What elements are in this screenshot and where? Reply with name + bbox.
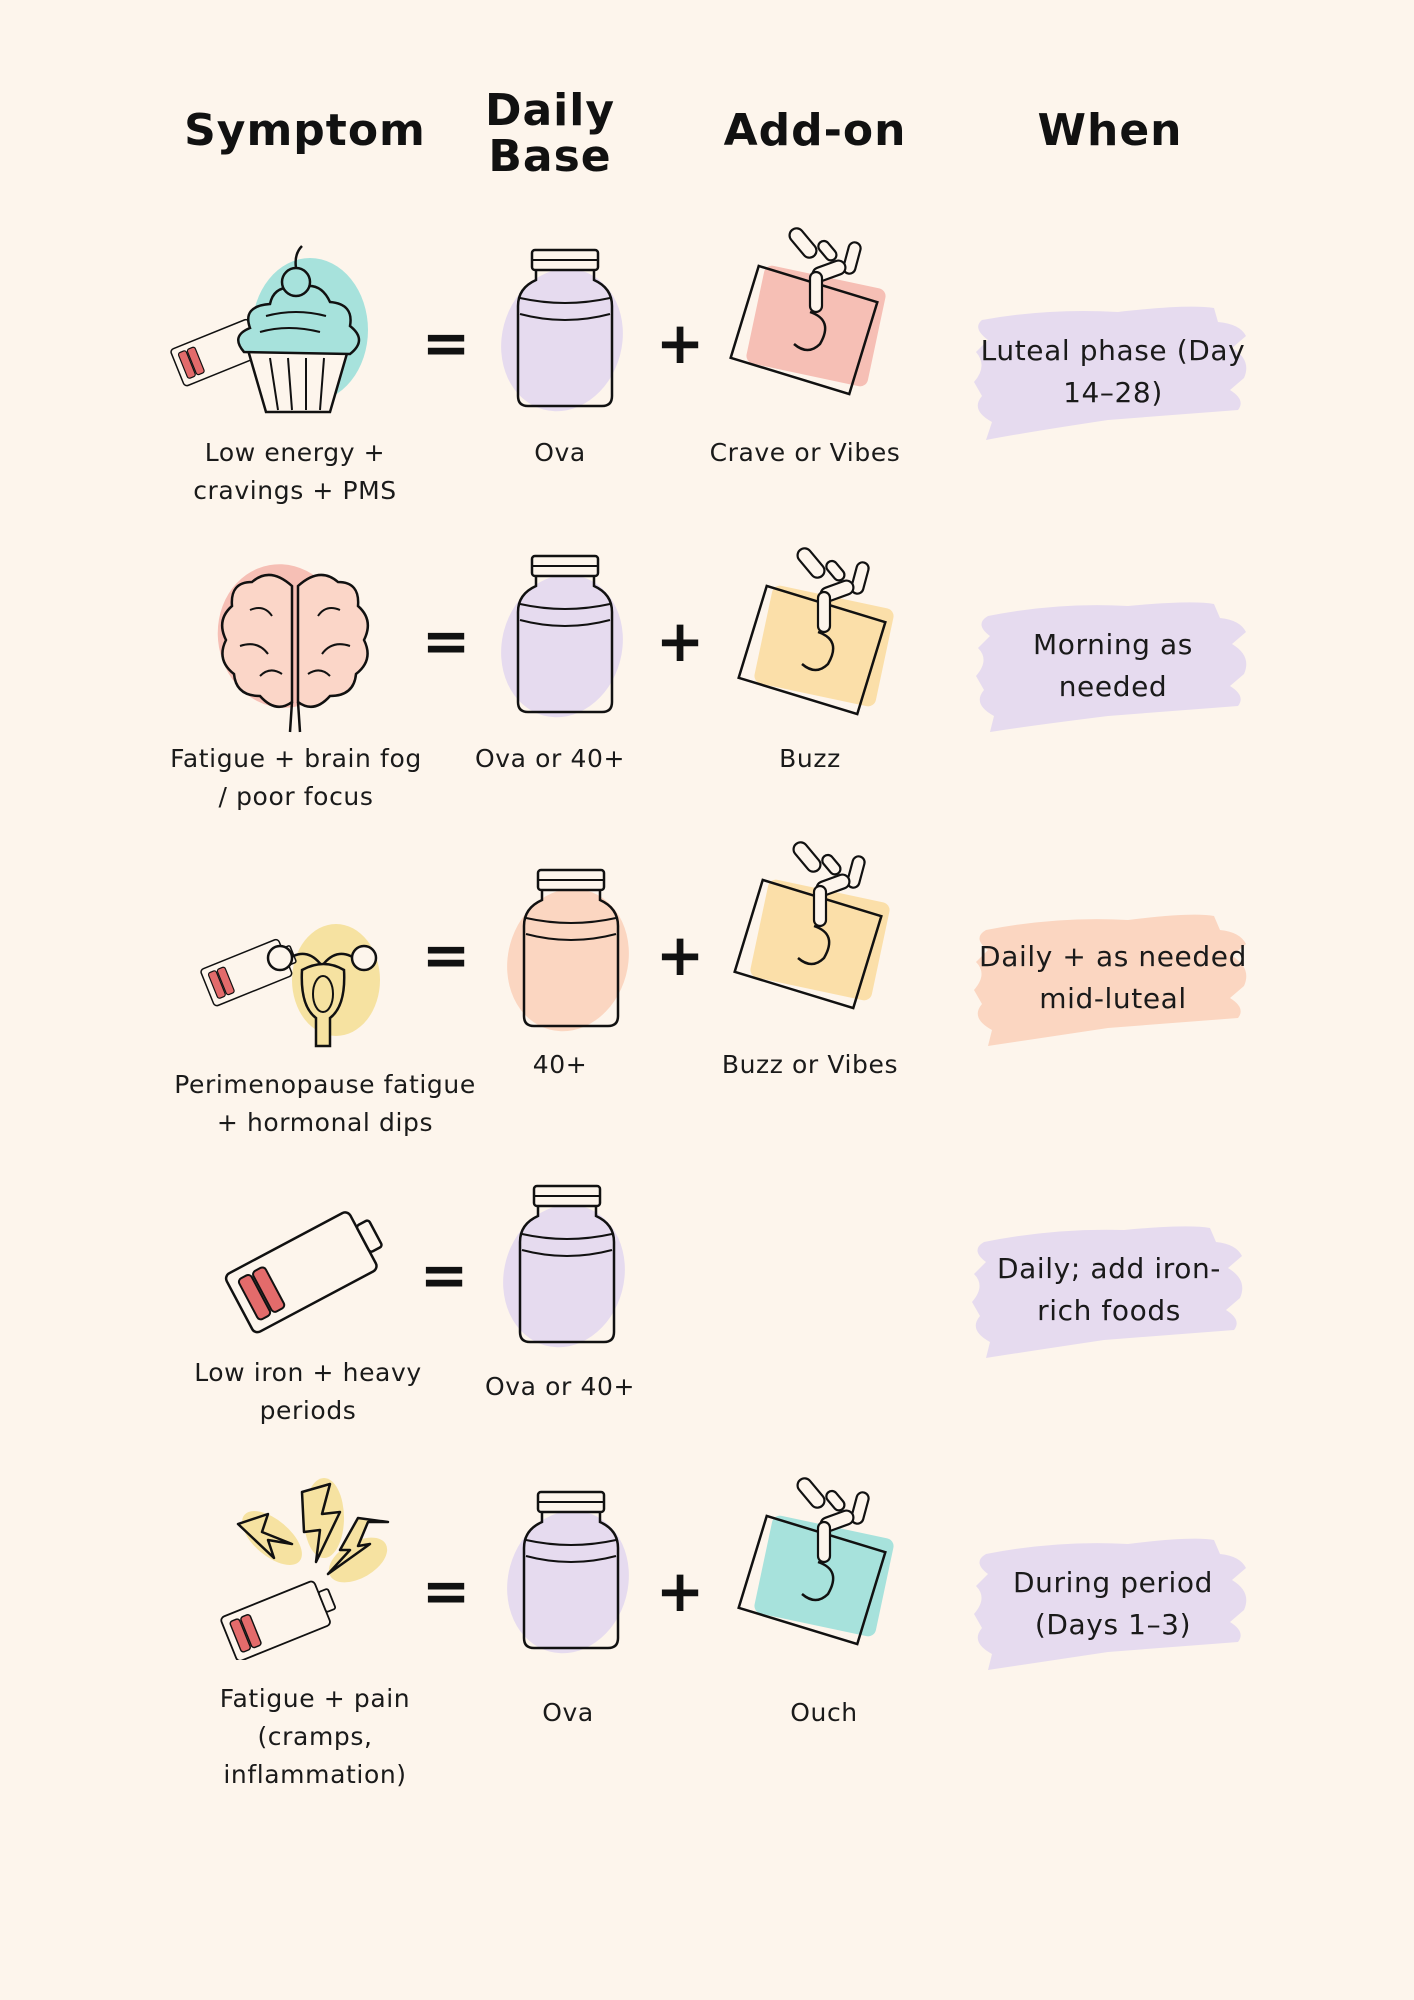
base-label: Ova: [534, 438, 586, 467]
when-badge: Morning as needed: [968, 596, 1258, 736]
supplement-pack-icon: [729, 224, 886, 396]
addon-label: Buzz or Vibes: [721, 1050, 899, 1079]
when-text: Morning as needed: [1033, 628, 1193, 703]
base-label: Ova or 40+: [484, 1372, 636, 1401]
symptom-label: Fatigue + pain (cramps, inflammation): [219, 1684, 411, 1789]
cupcake-icon: [170, 245, 368, 414]
plus-sign: +: [655, 309, 705, 377]
equals-sign: =: [421, 921, 471, 989]
symptom-label: Perimenopause fatigue + hormonal dips: [174, 1070, 476, 1137]
low-battery-icon: [222, 1206, 390, 1336]
when-badge: Daily; add iron-rich foods: [964, 1220, 1254, 1360]
symptom-label: Fatigue + brain fog / poor focus: [170, 744, 422, 811]
symptom-label: Low iron + heavy periods: [194, 1358, 422, 1425]
jar-ova-icon: [501, 554, 623, 718]
brain-icon: [217, 564, 370, 733]
header-add-on: Add-on: [723, 105, 907, 156]
header-when: When: [1037, 105, 1183, 156]
uterus-icon: [199, 924, 380, 1048]
when-badge: Luteal phase (Day 14–28): [968, 302, 1258, 442]
symptom-label: Low energy + cravings + PMS: [193, 438, 397, 505]
base-label: 40+: [532, 1050, 588, 1079]
equals-sign: =: [421, 309, 471, 377]
addon-label: Buzz: [779, 744, 841, 773]
plus-sign: +: [655, 607, 705, 675]
header-symptom: Symptom: [184, 105, 426, 156]
supplement-pack-icon: [733, 838, 890, 1010]
lightning-pain-icon: [219, 1478, 390, 1660]
addon-label: Crave or Vibes: [709, 438, 901, 467]
supplement-pack-icon: [737, 544, 894, 716]
addon-label: Ouch: [790, 1698, 858, 1727]
base-label: Ova: [542, 1698, 594, 1727]
equals-sign: =: [419, 1241, 469, 1309]
base-label: Ova or 40+: [474, 744, 626, 773]
when-text: During period (Days 1–3): [1012, 1566, 1213, 1641]
supplement-pack-icon: [737, 1474, 894, 1646]
jar-ova-icon: [503, 1184, 625, 1348]
when-badge: During period (Days 1–3): [968, 1534, 1258, 1674]
jar-ova-icon: [501, 248, 623, 412]
equals-sign: =: [421, 607, 471, 675]
plus-sign: +: [655, 1557, 705, 1625]
header-daily-base: Daily Base: [484, 85, 616, 182]
when-badge: Daily + as needed mid-luteal: [968, 908, 1258, 1048]
jar-40-plus-icon: [507, 868, 629, 1032]
when-text: Daily + as needed mid-luteal: [979, 940, 1247, 1015]
plus-sign: +: [655, 921, 705, 989]
jar-ova-icon: [507, 1490, 629, 1654]
equals-sign: =: [421, 1557, 471, 1625]
when-text: Luteal phase (Day 14–28): [980, 334, 1246, 409]
when-text: Daily; add iron-rich foods: [996, 1252, 1222, 1327]
